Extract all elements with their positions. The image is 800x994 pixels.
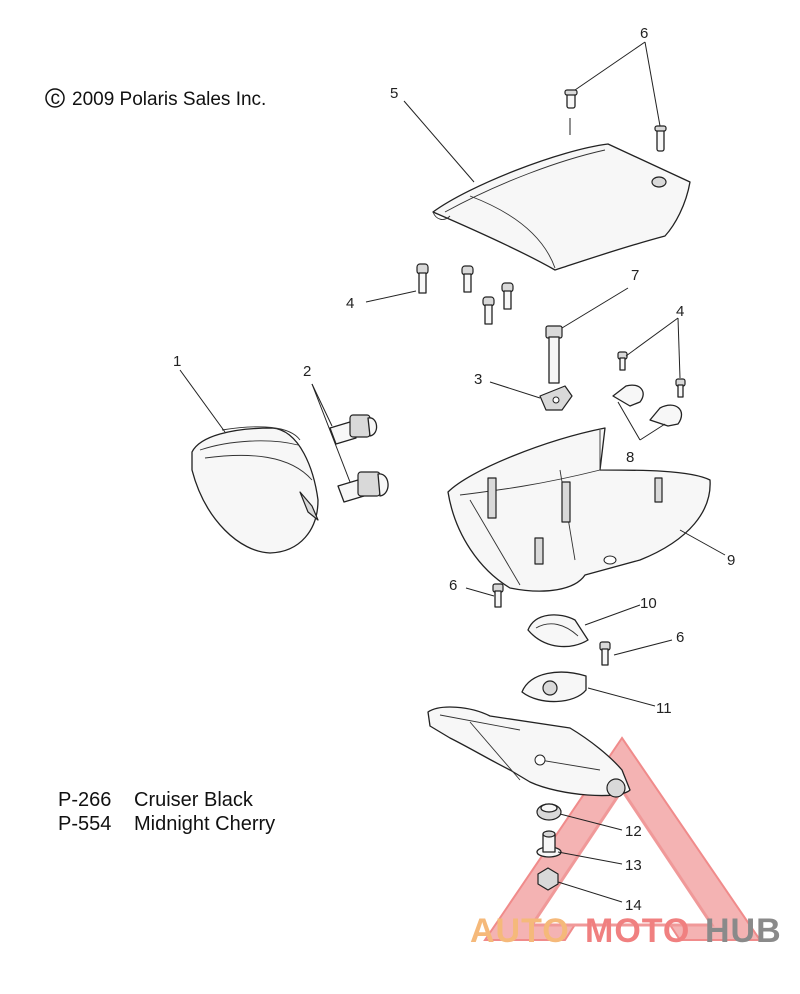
callout-6-lower: 6 xyxy=(676,629,684,646)
note-code-2: P-554 xyxy=(58,813,111,835)
color-notes: P-266 Cruiser Black P-554 Midnight Cherr… xyxy=(58,789,275,835)
watermark-auto: AUTO xyxy=(470,912,570,950)
callout-4-left: 4 xyxy=(346,295,354,312)
pad-part-11 xyxy=(521,671,587,703)
callout-14: 14 xyxy=(625,897,642,914)
copyright-symbol: c xyxy=(51,88,61,109)
callout-3: 3 xyxy=(474,371,482,388)
bracket-part-10 xyxy=(527,614,589,648)
screw-6-lower-left xyxy=(492,583,504,608)
copyright-text: 2009 Polaris Sales Inc. xyxy=(72,89,266,110)
bulb-part-2-upper xyxy=(329,414,378,445)
leader-lines xyxy=(179,41,726,903)
screws-group-4 xyxy=(416,263,514,325)
top-cover-part-5 xyxy=(432,143,691,271)
callout-4-right: 4 xyxy=(676,303,684,320)
headlight-part-1 xyxy=(191,426,319,554)
note-name-1: Cruiser Black xyxy=(134,789,254,811)
screw-6-lower-right xyxy=(599,641,611,666)
clamp-part-8 xyxy=(612,384,683,427)
callout-7: 7 xyxy=(631,267,639,284)
callout-5: 5 xyxy=(390,85,398,102)
watermark-text: AUTO MOTO HUB xyxy=(470,912,782,950)
note-code-1: P-266 xyxy=(58,789,111,811)
callout-13: 13 xyxy=(625,857,642,874)
callout-8: 8 xyxy=(626,449,634,466)
bushing-part-12 xyxy=(536,803,562,821)
nut-part-14 xyxy=(537,867,559,891)
screw-6-top-right xyxy=(654,125,667,152)
bolt-part-7 xyxy=(545,325,563,384)
callout-12: 12 xyxy=(625,823,642,840)
watermark-moto: MOTO xyxy=(585,912,690,950)
callout-11: 11 xyxy=(656,700,672,717)
triple-clamp-mount xyxy=(427,706,631,798)
callout-2: 2 xyxy=(303,363,311,380)
screw-6-top-left xyxy=(564,89,578,109)
housing-part-9 xyxy=(447,427,711,592)
callout-1: 1 xyxy=(173,353,181,370)
clip-part-3 xyxy=(539,385,573,411)
spacer-part-13 xyxy=(536,830,562,858)
note-name-2: Midnight Cherry xyxy=(134,813,275,835)
screws-4-right xyxy=(617,351,686,398)
copyright: c 2009 Polaris Sales Inc. xyxy=(45,88,266,110)
callouts: 5 6 4 7 3 4 1 2 8 9 6 10 6 11 12 13 14 xyxy=(173,25,735,914)
callout-9: 9 xyxy=(727,552,735,569)
callout-6-top: 6 xyxy=(640,25,648,42)
watermark-logo xyxy=(483,736,762,941)
callout-6-mid: 6 xyxy=(449,577,457,594)
callout-10: 10 xyxy=(640,595,657,612)
watermark-hub: HUB xyxy=(705,912,782,950)
bulb-part-2-lower xyxy=(337,471,389,503)
